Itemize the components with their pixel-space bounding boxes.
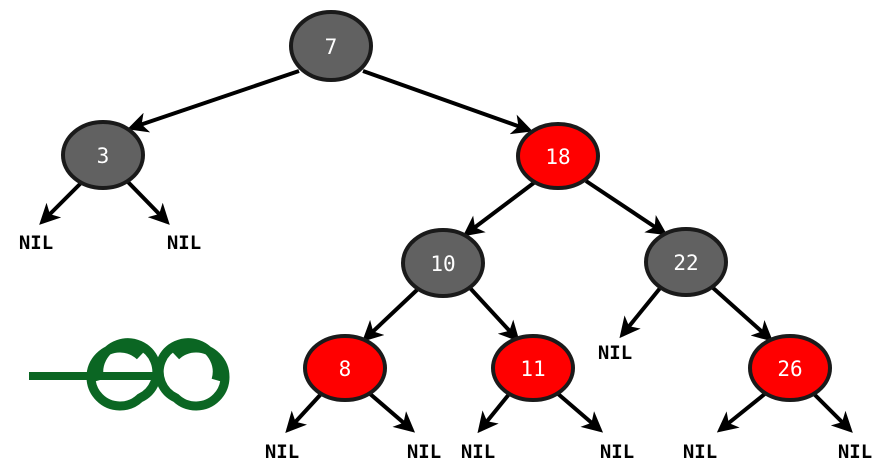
tree-edge-n26-to-nil9 (811, 391, 853, 433)
node-label-3: 3 (97, 144, 110, 168)
tree-edge-n7-to-n3 (127, 69, 300, 133)
nil-leaf-nil3: NIL (265, 441, 299, 463)
node-label-26: 26 (777, 357, 802, 381)
tree-edge-n10-to-n8 (362, 287, 420, 342)
nil-leaves-layer: NIL NIL NIL NIL NIL NIL NIL NIL NIL (19, 232, 872, 463)
node-circle-7 (289, 10, 373, 82)
tree-edge-n3-to-nil1 (39, 180, 84, 225)
tree-node-26[interactable]: 26 (748, 334, 832, 402)
geeksforgeeks-logo (29, 338, 230, 411)
tree-node-18[interactable]: 18 (516, 122, 600, 190)
tree-edge-n8-to-nil3 (285, 391, 324, 433)
node-label-22: 22 (673, 251, 698, 275)
nil-leaf-nil9: NIL (838, 441, 872, 463)
tree-edge-n22-to-nil7 (619, 285, 663, 339)
nil-leaf-nil4: NIL (407, 441, 441, 463)
nil-leaf-nil2: NIL (167, 232, 201, 254)
nodes-layer: 7 3 18 10 22 8 11 26 (61, 10, 832, 402)
tree-edge-n18-to-n10 (462, 180, 537, 237)
tree-node-7[interactable]: 7 (289, 10, 373, 82)
nil-leaf-nil8: NIL (683, 441, 717, 463)
node-circle-11 (491, 334, 575, 402)
node-circle-26 (748, 334, 832, 402)
tree-edge-n18-to-n22 (584, 179, 668, 236)
nil-leaf-nil7: NIL (598, 342, 632, 364)
node-label-18: 18 (545, 145, 570, 169)
node-circle-3 (61, 120, 145, 190)
tree-edge-n8-to-nil4 (367, 391, 416, 433)
tree-edge-n7-to-n18 (362, 69, 533, 135)
tree-edge-n3-to-nil2 (126, 180, 170, 225)
node-circle-18 (516, 122, 600, 190)
tree-node-3[interactable]: 3 (61, 120, 145, 190)
node-label-11: 11 (520, 357, 545, 381)
nil-leaf-nil5: NIL (461, 441, 495, 463)
node-circle-10 (401, 228, 485, 298)
tree-edge-n26-to-nil8 (716, 391, 768, 433)
nil-leaf-nil1: NIL (19, 232, 53, 254)
tree-edge-n11-to-nil5 (477, 391, 512, 434)
tree-edge-n22-to-n26 (710, 285, 773, 342)
tree-edge-n11-to-nil6 (555, 391, 604, 433)
node-label-10: 10 (430, 252, 455, 276)
tree-edge-n10-to-n11 (468, 286, 520, 342)
tree-node-10[interactable]: 10 (401, 228, 485, 298)
node-circle-8 (303, 334, 387, 402)
tree-node-22[interactable]: 22 (644, 227, 728, 297)
node-label-8: 8 (339, 357, 352, 381)
tree-node-11[interactable]: 11 (491, 334, 575, 402)
nil-leaf-nil6: NIL (600, 441, 634, 463)
node-label-7: 7 (325, 35, 338, 59)
node-circle-22 (644, 227, 728, 297)
edges-layer (39, 69, 853, 434)
tree-node-8[interactable]: 8 (303, 334, 387, 402)
